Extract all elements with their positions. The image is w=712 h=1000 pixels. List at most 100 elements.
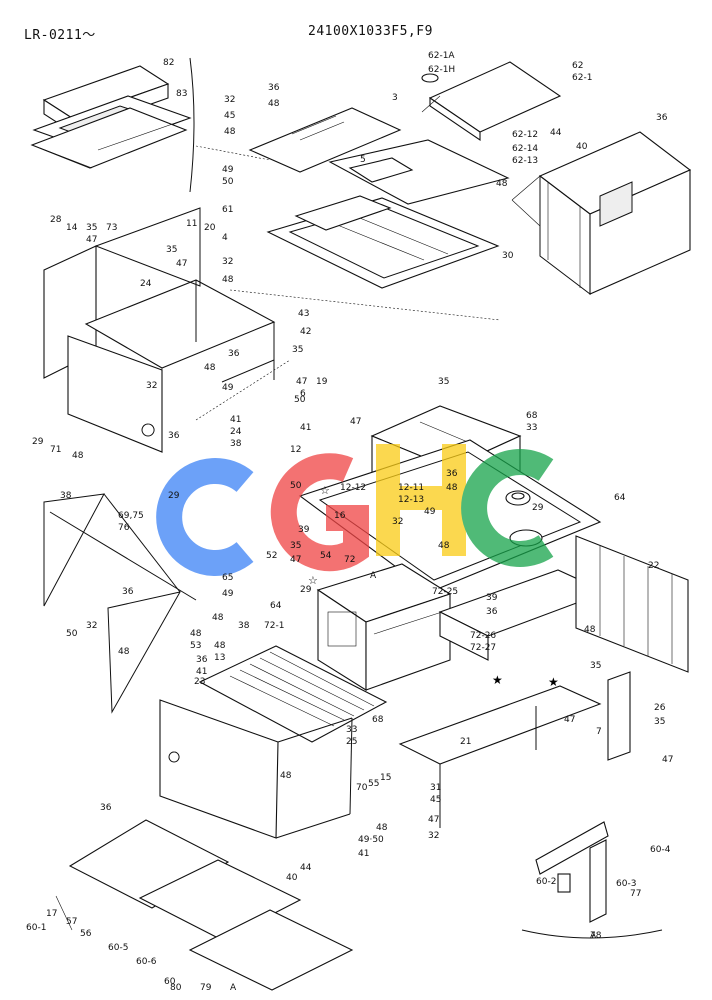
part-callout-label: 24 xyxy=(140,279,152,289)
bracket-28 xyxy=(294,195,392,231)
part-callout-label: 50 xyxy=(66,629,78,639)
filter-housing-72 xyxy=(316,563,452,691)
part-callout-label: 36 xyxy=(228,349,240,359)
part-callout-label: 12 xyxy=(290,445,301,455)
bottom-panels-60 xyxy=(55,819,354,991)
part-callout-label: 60-4 xyxy=(650,845,671,855)
part-callout-label: 62-14 xyxy=(512,144,538,154)
part-callout-label: A xyxy=(230,983,237,993)
part-callout-label: 36 xyxy=(446,469,458,479)
part-callout-label: 32 xyxy=(428,831,439,841)
part-callout-label: 43 xyxy=(298,309,309,319)
part-callout-label: 36 xyxy=(268,83,280,93)
part-callout-label: 48 xyxy=(496,179,508,189)
part-callout-label: 4 xyxy=(222,233,228,243)
part-callout-label: 29 xyxy=(532,503,544,513)
part-callout-label: 60-6 xyxy=(136,957,157,967)
part-callout-label: 80 xyxy=(170,983,182,993)
part-callout-label: 29 xyxy=(168,491,180,501)
part-callout-label: 62-13 xyxy=(512,156,538,166)
part-callout-label: 60-3 xyxy=(616,879,636,889)
part-callout-label: 70 xyxy=(356,783,368,793)
part-callout-label: 50 xyxy=(290,481,302,491)
part-callout-label: 35 xyxy=(86,223,97,233)
watermark-letter-c xyxy=(156,458,254,576)
model-code-center: 24100X1033F5,F9 xyxy=(308,24,433,39)
part-callout-label: 48 xyxy=(584,625,596,635)
part-callout-label: 41 xyxy=(358,849,369,859)
part-callout-label: 32 xyxy=(224,95,235,105)
part-callout-label: 23 xyxy=(194,677,205,687)
part-callout-label: 32 xyxy=(146,381,157,391)
part-callout-label: 48 xyxy=(214,641,226,651)
part-callout-label: 36 xyxy=(196,655,208,665)
part-callout-label: 48 xyxy=(190,629,202,639)
part-callout-label: 62 xyxy=(572,61,583,71)
part-callout-label: 64 xyxy=(270,601,282,611)
part-callout-label: 12-13 xyxy=(398,495,424,505)
part-callout-label: 62-1A xyxy=(428,51,455,61)
part-callout-label: 35 xyxy=(292,345,303,355)
part-callout-label: 32 xyxy=(392,517,403,527)
watermark-letter-g xyxy=(270,453,369,572)
star-mark: ★ xyxy=(492,673,503,687)
part-callout-label: 77 xyxy=(630,889,641,899)
post-21 xyxy=(607,671,631,761)
part-callout-label: 45 xyxy=(430,795,441,805)
cover-62 xyxy=(421,61,562,142)
part-callout-label: 41 xyxy=(300,423,311,433)
part-callout-label: 62-1H xyxy=(428,65,455,75)
part-callout-label: 38 xyxy=(238,621,250,631)
part-callout-label: 47 xyxy=(176,259,187,269)
part-callout-label: 12-11 xyxy=(398,483,424,493)
part-callout-label: 35 xyxy=(590,661,601,671)
lower-frame-15 xyxy=(398,685,602,828)
part-callout-label: 36 xyxy=(122,587,134,597)
star-mark: ★ xyxy=(548,675,559,689)
part-callout-label: 30 xyxy=(502,251,514,261)
part-callout-label: 72-27 xyxy=(470,643,496,653)
part-callout-label: 54 xyxy=(320,551,332,561)
part-callout-label: 48 xyxy=(280,771,292,781)
part-callout-label: 60-1 xyxy=(26,923,46,933)
part-callout-label: 26 xyxy=(654,703,666,713)
part-callout-label: 60-5 xyxy=(108,943,128,953)
part-callout-label: 72-1 xyxy=(264,621,284,631)
grille-7 xyxy=(198,645,388,743)
part-callout-label: 69,75 xyxy=(118,511,144,521)
part-callout-label: 45 xyxy=(224,111,235,121)
part-callout-label: 19 xyxy=(316,377,328,387)
part-callout-label: 56 xyxy=(80,929,92,939)
part-callout-label: 78 xyxy=(590,931,602,941)
part-callout-label: 12-12 xyxy=(340,483,366,493)
part-callout-label: 13 xyxy=(214,653,225,663)
part-callout-label: 36 xyxy=(100,803,112,813)
part-callout-label: 38 xyxy=(60,491,72,501)
part-callout-label: 48 xyxy=(212,613,224,623)
part-callout-label: 40 xyxy=(576,142,588,152)
part-callout-label: 62-1 xyxy=(572,73,592,83)
part-callout-label: 14 xyxy=(66,223,78,233)
part-callout-label: 48 xyxy=(376,823,388,833)
part-callout-label: 39 xyxy=(298,525,310,535)
part-callout-label: 31 xyxy=(430,783,441,793)
part-callout-label: 36 xyxy=(486,607,498,617)
part-callout-label: 16 xyxy=(334,511,346,521)
part-callout-label: 68 xyxy=(526,411,538,421)
part-callout-label: 72-26 xyxy=(470,631,496,641)
top-panel-4 xyxy=(328,139,510,205)
part-callout-label: 49 xyxy=(222,383,234,393)
part-callout-label: 32 xyxy=(86,621,97,631)
cghc-watermark xyxy=(156,444,554,576)
part-callout-label: 5 xyxy=(360,155,366,165)
part-callout-label: 28 xyxy=(50,215,62,225)
part-callout-label: 32 xyxy=(222,257,233,267)
cover-assembly-82-83 xyxy=(30,57,195,193)
panel-69-75 xyxy=(575,535,689,673)
part-callout-label: 79 xyxy=(200,983,212,993)
part-callout-label: 35 xyxy=(290,541,301,551)
part-callout-label: 7 xyxy=(596,727,602,737)
part-callout-label: 49 xyxy=(424,507,436,517)
